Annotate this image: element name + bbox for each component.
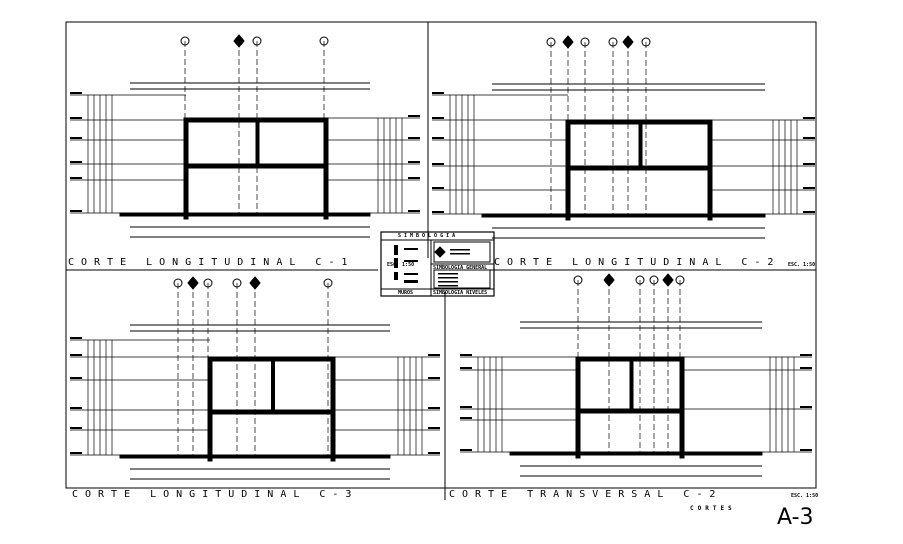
axis-marker-icon bbox=[573, 275, 583, 285]
section-scale-c2: ESC. 1:50 bbox=[788, 262, 816, 268]
drawing-frame bbox=[65, 21, 817, 489]
axis-marker-icon bbox=[173, 278, 183, 288]
section-drawing-c2 bbox=[432, 35, 815, 239]
section-scale-c1: ESC. 1:50 bbox=[387, 262, 415, 268]
section-title-c3: CORTE LONGITUDINAL C-3 bbox=[72, 489, 359, 500]
section-scale-t2: ESC. 1:50 bbox=[791, 493, 819, 499]
sheet-number: A-3 bbox=[777, 505, 814, 530]
axis-marker-icon bbox=[635, 275, 645, 285]
axis-marker-icon bbox=[180, 36, 190, 46]
section-title-c1: CORTE LONGITUDINAL C-1 bbox=[68, 257, 355, 268]
axis-marker-icon bbox=[649, 275, 659, 285]
legend-box bbox=[380, 231, 495, 297]
axis-marker-icon bbox=[546, 37, 556, 47]
section-title-t2: CORTE TRANSVERSAL C-2 bbox=[449, 489, 723, 500]
section-drawing-c1 bbox=[70, 34, 420, 238]
legend-walls-label: MUROS bbox=[398, 290, 414, 296]
section-drawing-c3 bbox=[70, 276, 440, 480]
axis-marker-icon bbox=[675, 275, 685, 285]
section-drawing-t2 bbox=[460, 273, 812, 477]
axis-marker-icon bbox=[323, 278, 333, 288]
axis-marker-icon bbox=[232, 278, 242, 288]
legend-title: SIMBOLOGIA bbox=[398, 233, 459, 239]
axis-marker-icon bbox=[580, 37, 590, 47]
axis-marker-icon bbox=[319, 36, 329, 46]
legend-levels-label: SIMBOLOGIA NIVELES bbox=[433, 290, 488, 296]
legend-general-label: SIMBOLOGIA GENERAL bbox=[433, 265, 488, 271]
axis-marker-icon bbox=[203, 278, 213, 288]
axis-marker-icon bbox=[641, 37, 651, 47]
section-title-c2: CORTE LONGITUDINAL C-2 bbox=[494, 257, 781, 268]
axis-marker-icon bbox=[252, 36, 262, 46]
axis-marker-icon bbox=[608, 37, 618, 47]
sheet-title: CORTES bbox=[690, 505, 736, 512]
